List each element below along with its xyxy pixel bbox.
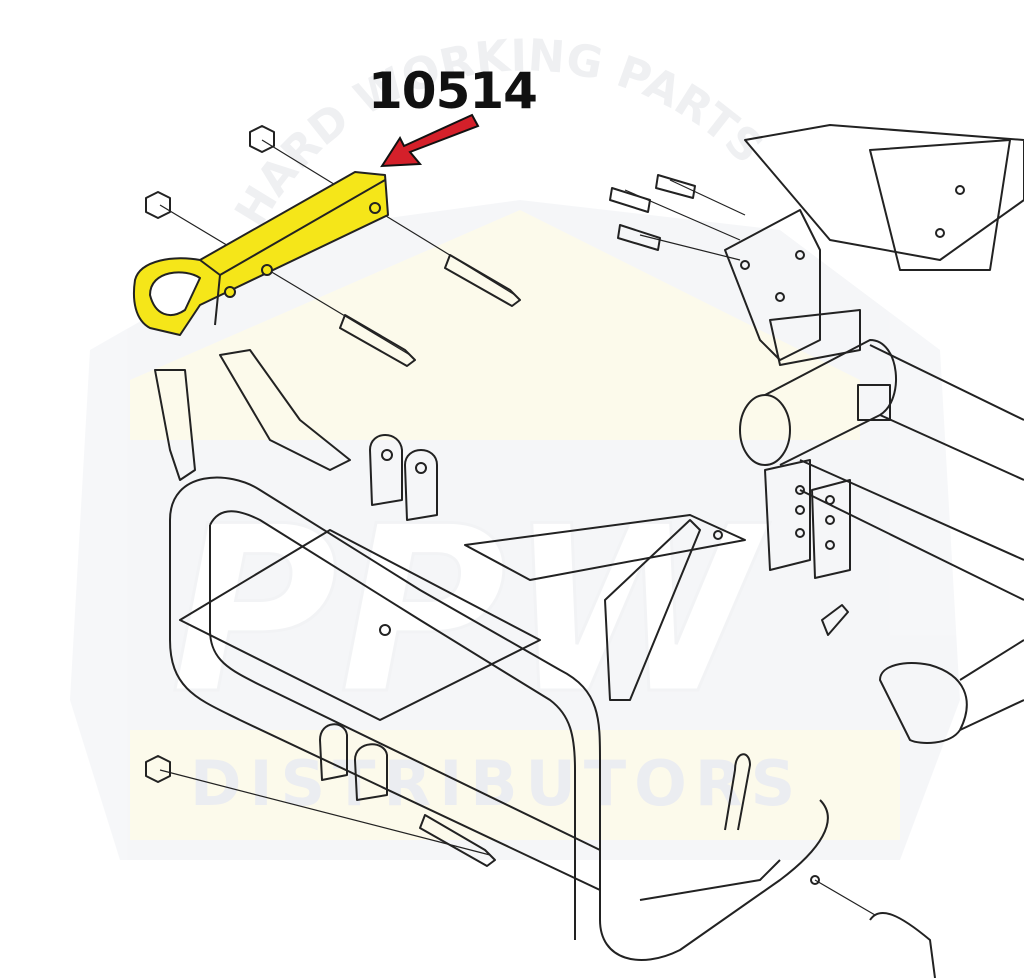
frame-assembly: [145, 124, 1024, 978]
nut-icon: [249, 125, 275, 153]
nut-icon: [145, 191, 171, 219]
svg-text:DISTRIBUTORS: DISTRIBUTORS: [190, 747, 803, 820]
highlighted-part-10514[interactable]: [132, 171, 389, 336]
nut-icon: [145, 755, 171, 783]
svg-text:PPW: PPW: [170, 478, 770, 745]
part-number-label: 10514: [368, 62, 538, 120]
watermark-logo: PPW DISTRIBUTORS HARD WORKING PARTS: [70, 30, 960, 860]
pointer-arrow-icon: [380, 113, 480, 168]
